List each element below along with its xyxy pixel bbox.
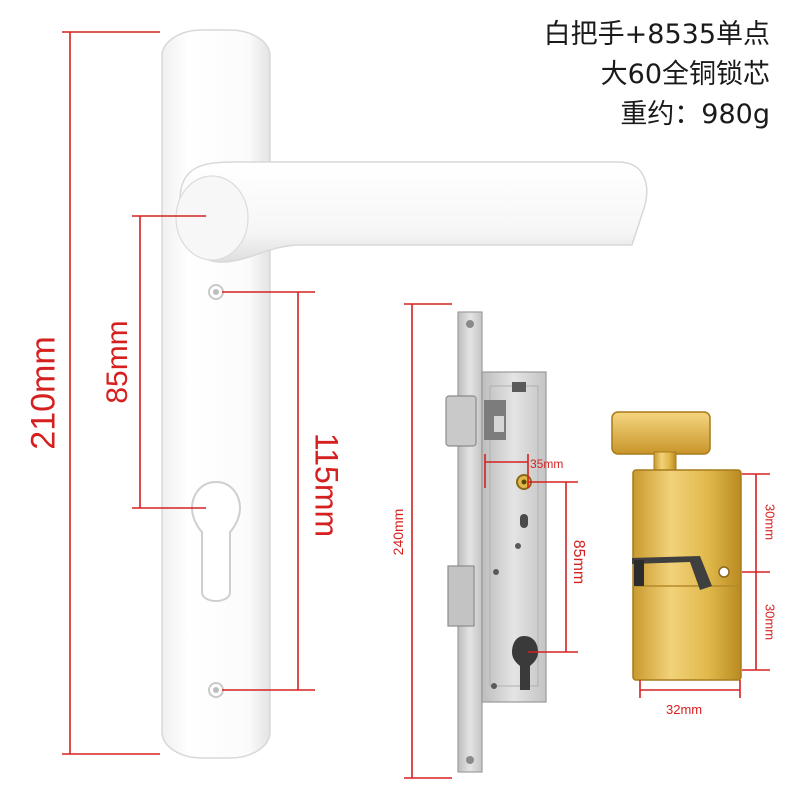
dim-label-240mm: 240mm <box>390 508 406 556</box>
dim-label-32mm: 32mm <box>666 702 703 717</box>
handle-lever <box>179 161 648 263</box>
dim-label-30mm-top: 30mm <box>762 503 778 541</box>
product-title-line1: 白把手+8535单点 <box>543 19 770 50</box>
dim-label-115mm: 115mm <box>308 432 345 538</box>
dim-label-85mm: 85mm <box>101 320 134 404</box>
handle-rosette <box>175 175 249 261</box>
handle-backplate <box>161 29 271 759</box>
handle-keyhole <box>190 480 242 602</box>
cylinder-thumb-turn <box>611 411 711 455</box>
door-handle <box>161 29 648 759</box>
dim-label-85mm-lock: 85mm <box>570 539 587 585</box>
lock-faceplate <box>457 311 483 773</box>
cylinder-screw-hole <box>718 566 730 578</box>
lock-cylinder <box>611 411 742 681</box>
lock-deadbolt <box>447 565 475 627</box>
dim-label-210mm: 210mm <box>24 336 63 450</box>
product-title-line2: 大60全铜锁芯 <box>600 59 770 90</box>
dim-label-30mm-bottom: 30mm <box>762 603 778 641</box>
lock-dimension-lines <box>404 303 578 779</box>
handle-dimension-lines <box>62 31 315 755</box>
product-weight: 重约：980g <box>620 99 770 130</box>
cylinder-cam <box>632 556 712 590</box>
lock-latch <box>445 395 477 447</box>
mortise-lock-body <box>445 311 547 773</box>
dim-label-35mm: 35mm <box>530 457 564 471</box>
cylinder-dimension-lines <box>639 473 770 698</box>
cylinder-body <box>632 469 742 681</box>
